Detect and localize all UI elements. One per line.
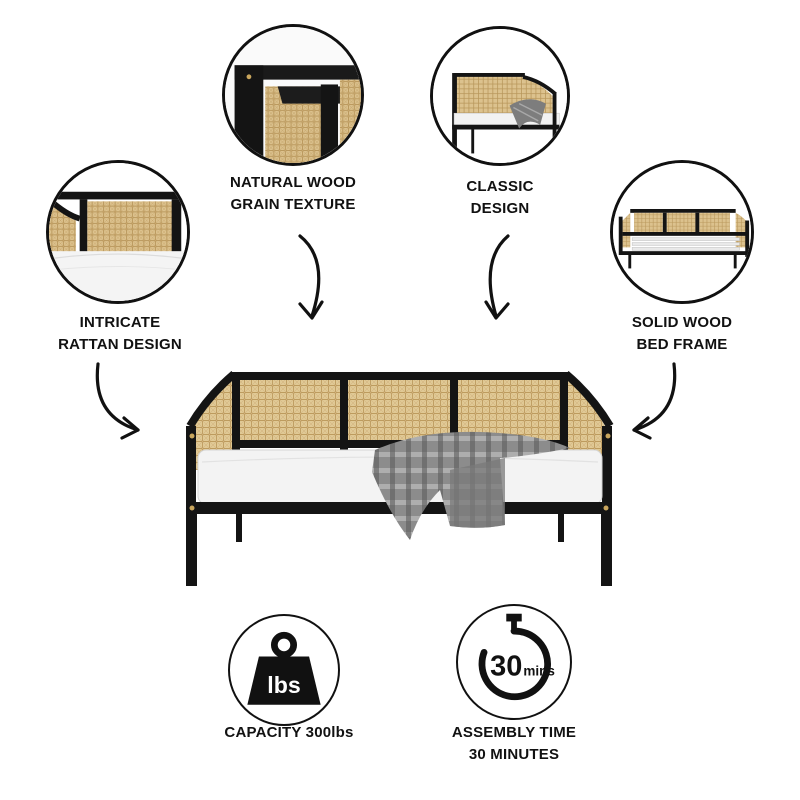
capacity-label: CAPACITY 300lbs — [224, 724, 354, 741]
rattan-closeup-illustration — [49, 163, 187, 301]
daybed-product-image — [186, 370, 614, 586]
classic-daybed-illustration — [433, 29, 567, 163]
weight-label: lbs — [267, 672, 300, 698]
wood-grain-closeup-image — [222, 24, 364, 166]
assembly-time-badge: 30 mins — [456, 604, 572, 720]
assembly-number: 30 — [490, 651, 522, 683]
curved-arrow-icon — [298, 234, 324, 320]
bed-frame-label: SOLID WOOD BED FRAME — [631, 314, 733, 353]
curved-arrow-icon — [484, 234, 510, 320]
wood-grain-illustration — [225, 27, 361, 163]
classic-design-image — [430, 26, 570, 166]
stopwatch-icon: 30 mins — [478, 613, 555, 701]
rattan-design-label: INTRICATE RATTAN DESIGN — [58, 314, 182, 353]
rattan-design-image — [46, 160, 190, 304]
bed-frame-image — [610, 160, 754, 304]
curved-arrow-icon — [95, 362, 140, 440]
capacity-badge: lbs — [228, 614, 340, 726]
curved-arrow-icon — [632, 362, 677, 440]
assembly-unit: mins — [523, 664, 555, 679]
classic-design-label: CLASSIC DESIGN — [466, 178, 534, 217]
assembly-time-label: ASSEMBLY TIME 30 MINUTES — [451, 724, 577, 763]
weight-icon: lbs — [247, 631, 321, 705]
wood-grain-label: NATURAL WOOD GRAIN TEXTURE — [230, 174, 356, 213]
bed-frame-illustration — [613, 163, 751, 301]
